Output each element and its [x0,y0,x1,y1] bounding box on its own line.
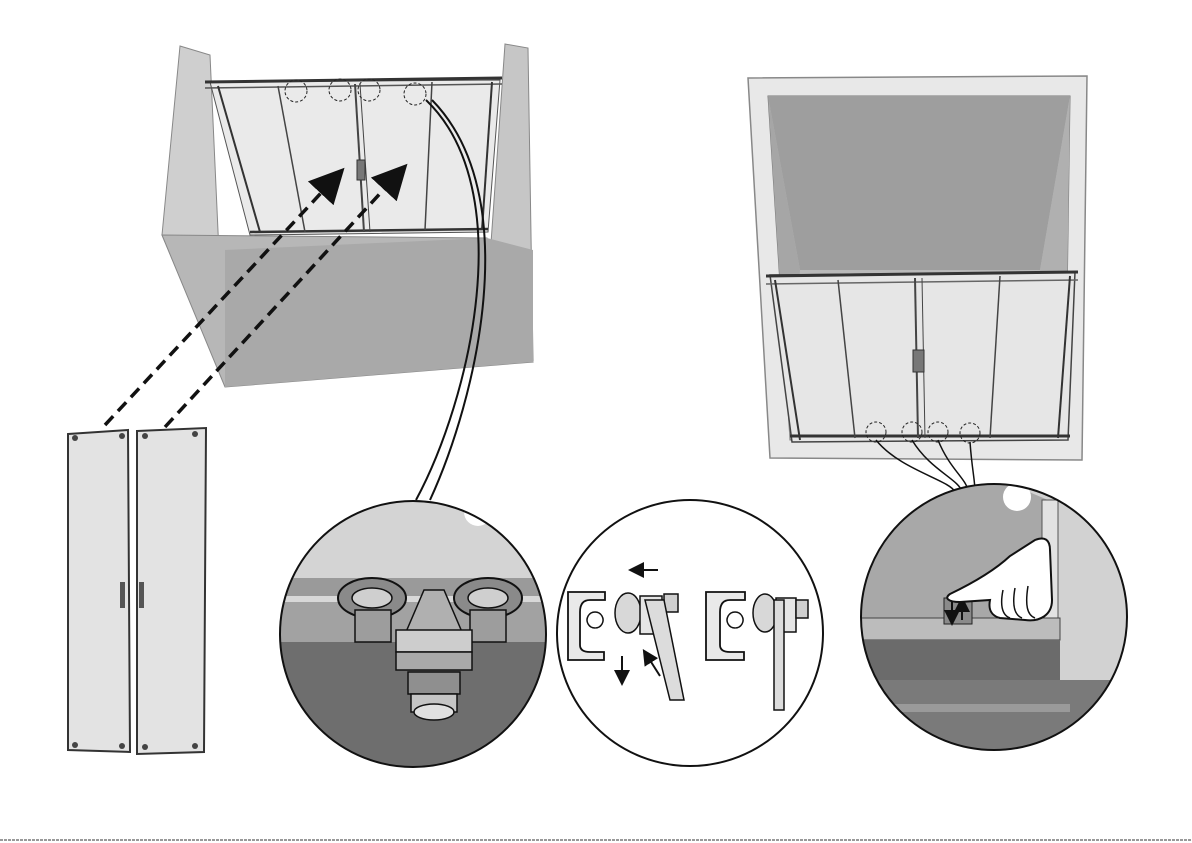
door-handle [357,160,365,180]
door-handle [139,582,144,608]
door-handle [913,350,924,372]
inner-shadow [768,96,1070,270]
two-sliding-door-panels [68,428,206,754]
hex-nut-icon [408,672,460,720]
profile-section-steps [557,500,823,766]
enclosure-back-view [105,44,533,427]
bottom-guide-adjust [860,483,1130,770]
door-panel-right [137,428,206,754]
door-handle [120,582,125,608]
top-roller-closeup [280,498,550,772]
enclosure-front-view [748,76,1087,492]
